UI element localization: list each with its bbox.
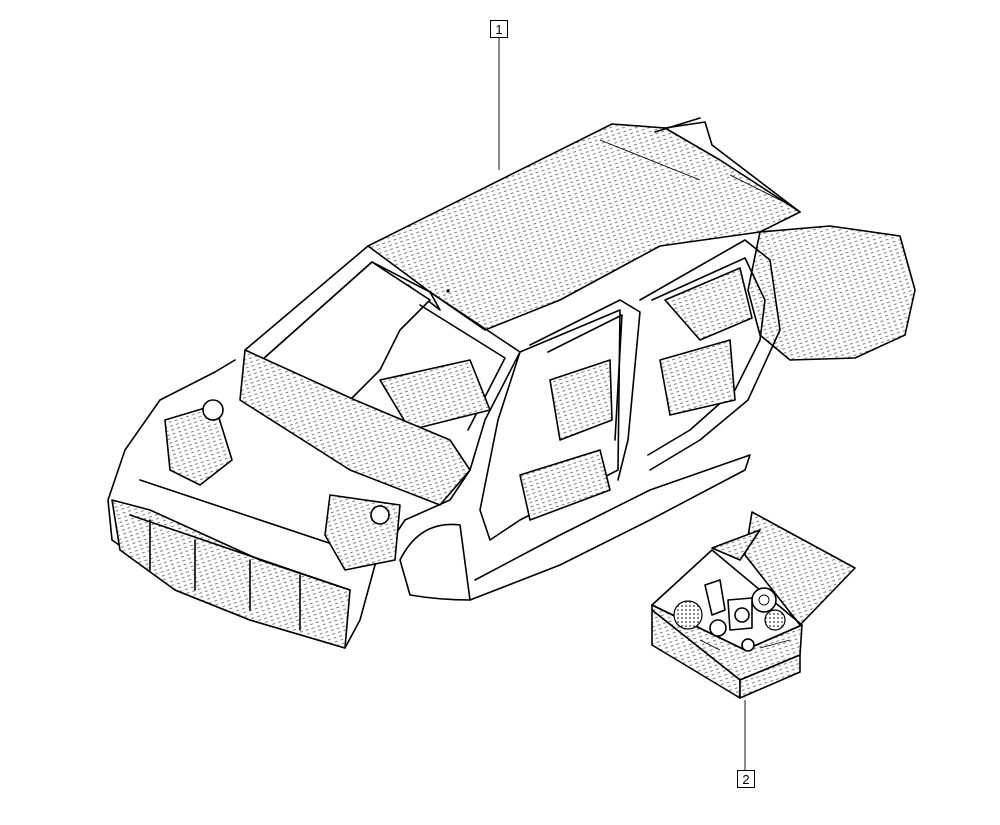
callout-label-2: 2 xyxy=(737,770,755,788)
parts-kit-box-icon xyxy=(651,511,856,699)
callout-label-1: 1 xyxy=(490,20,508,38)
car-body-shell-icon xyxy=(107,117,916,649)
